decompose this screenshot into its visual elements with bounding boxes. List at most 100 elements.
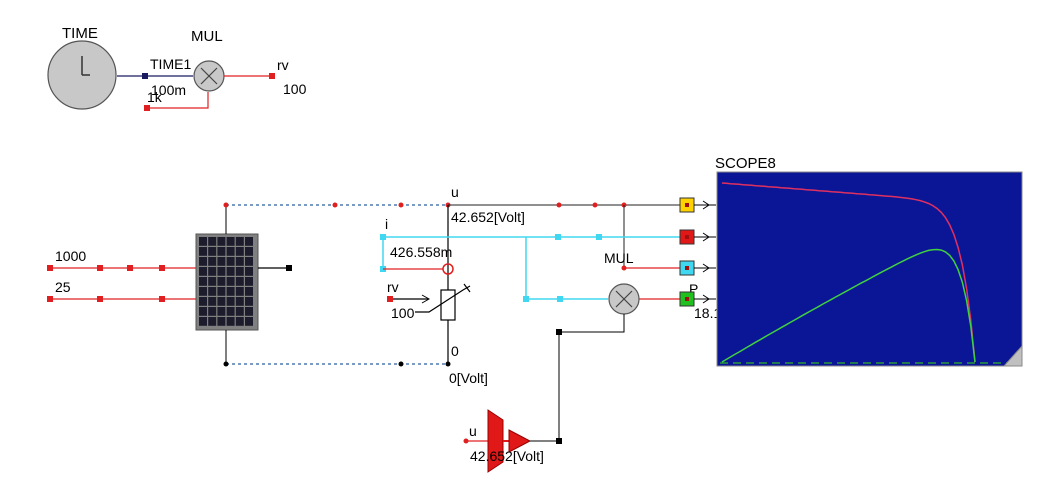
- scope-arrow-icon: [702, 263, 710, 273]
- scope-arrow-icon: [702, 294, 710, 304]
- solar-cell: [217, 247, 226, 256]
- solar-cell: [217, 257, 226, 266]
- solar-cell: [208, 257, 217, 266]
- scope-title: SCOPE8: [715, 155, 776, 172]
- amplifier-icon[interactable]: [487, 409, 504, 473]
- wire-node[interactable]: [557, 296, 563, 302]
- solar-cell: [245, 277, 253, 286]
- scope-inputs[interactable]: [679, 197, 716, 307]
- wire-node[interactable]: [380, 234, 386, 240]
- solar-cell: [208, 237, 217, 246]
- irradiance-value: 1000: [55, 248, 86, 264]
- solar-cell: [199, 287, 207, 296]
- wire-node[interactable]: [159, 296, 165, 302]
- wire-node[interactable]: [97, 296, 103, 302]
- solar-cell: [245, 317, 253, 326]
- wire-node[interactable]: [127, 265, 133, 271]
- solar-cell: [217, 307, 226, 316]
- solar-cell: [208, 247, 217, 256]
- solar-cell: [235, 247, 244, 256]
- solar-cell: [208, 307, 217, 316]
- resize-grip-icon[interactable]: [1002, 344, 1023, 367]
- solar-cell: [217, 317, 226, 326]
- variable-resistor-icon[interactable]: [440, 289, 456, 321]
- junction: [223, 361, 229, 367]
- solar-cell: [235, 307, 244, 316]
- solar-cell: [226, 297, 235, 306]
- ground-value: 0[Volt]: [449, 370, 488, 386]
- solar-cell: [235, 287, 244, 296]
- solar-cell: [226, 247, 235, 256]
- wire-node[interactable]: [555, 234, 561, 240]
- wire-node[interactable]: [97, 265, 103, 271]
- solar-cell: [199, 247, 207, 256]
- solar-cell: [235, 257, 244, 266]
- solar-panel-icon[interactable]: [195, 233, 259, 331]
- solar-cell: [217, 237, 226, 246]
- solar-cell: [226, 257, 235, 266]
- wire-node[interactable]: [286, 265, 292, 271]
- solar-cell: [226, 317, 235, 326]
- wire-node[interactable]: [556, 329, 562, 335]
- wire-node[interactable]: [596, 234, 602, 240]
- scope-port-dot: [685, 203, 689, 207]
- solar-cell: [235, 317, 244, 326]
- solar-cell: [199, 237, 207, 246]
- amp-mul-wire[interactable]: [558, 314, 625, 441]
- solar-cell: [245, 297, 253, 306]
- junction: [463, 438, 469, 444]
- rv-top-value: 100: [283, 81, 307, 97]
- junction: [592, 202, 598, 208]
- wire-node[interactable]: [523, 296, 529, 302]
- solar-cell: [199, 317, 207, 326]
- wire-node[interactable]: [47, 296, 53, 302]
- solar-cell: [245, 287, 253, 296]
- solar-cell: [235, 267, 244, 276]
- time-title: TIME: [62, 25, 98, 42]
- solar-cell: [199, 307, 207, 316]
- resistor-wiper-icon: [463, 283, 471, 293]
- junction: [332, 202, 338, 208]
- i-label: i: [385, 216, 388, 232]
- junction: [556, 202, 562, 208]
- solar-cell: [208, 317, 217, 326]
- wire-node[interactable]: [269, 73, 275, 79]
- ground-label: 0: [451, 343, 459, 359]
- solar-cell: [199, 297, 207, 306]
- wire-node[interactable]: [159, 265, 165, 271]
- rv-top-label: rv: [277, 57, 289, 73]
- i-value: 426.558m: [390, 244, 452, 260]
- solar-cell: [217, 277, 226, 286]
- solar-cell: [245, 257, 253, 266]
- multiply-x-icon: [200, 67, 218, 85]
- p-label: P: [689, 281, 698, 297]
- solar-cell: [226, 277, 235, 286]
- time-constant: 1k: [147, 89, 163, 105]
- solar-cell: [226, 307, 235, 316]
- solar-cell: [217, 297, 226, 306]
- scope-display[interactable]: [716, 171, 1023, 367]
- multiply-x-icon: [615, 290, 633, 308]
- scope-port-dot: [685, 297, 689, 301]
- solar-cell: [245, 307, 253, 316]
- solar-cell: [208, 297, 217, 306]
- solar-cell: [245, 237, 253, 246]
- mul-top-title: MUL: [191, 28, 223, 45]
- arrow-icon: [421, 294, 431, 304]
- voltage-curve: [721, 182, 976, 363]
- solar-cell: [217, 287, 226, 296]
- ammeter-icon[interactable]: [442, 263, 454, 275]
- wire-node[interactable]: [142, 73, 148, 79]
- gain-triangle-icon[interactable]: [508, 429, 532, 453]
- wire-node[interactable]: [387, 296, 393, 302]
- mul-power-title: MUL: [604, 250, 634, 266]
- solar-cell: [226, 287, 235, 296]
- temperature-value: 25: [55, 279, 71, 295]
- time-block[interactable]: TIME: [47, 25, 117, 110]
- constant-wire[interactable]: [148, 92, 209, 109]
- wire-node[interactable]: [144, 105, 150, 111]
- solar-cell: [208, 267, 217, 276]
- wire-node[interactable]: [47, 265, 53, 271]
- solar-cell: [199, 277, 207, 286]
